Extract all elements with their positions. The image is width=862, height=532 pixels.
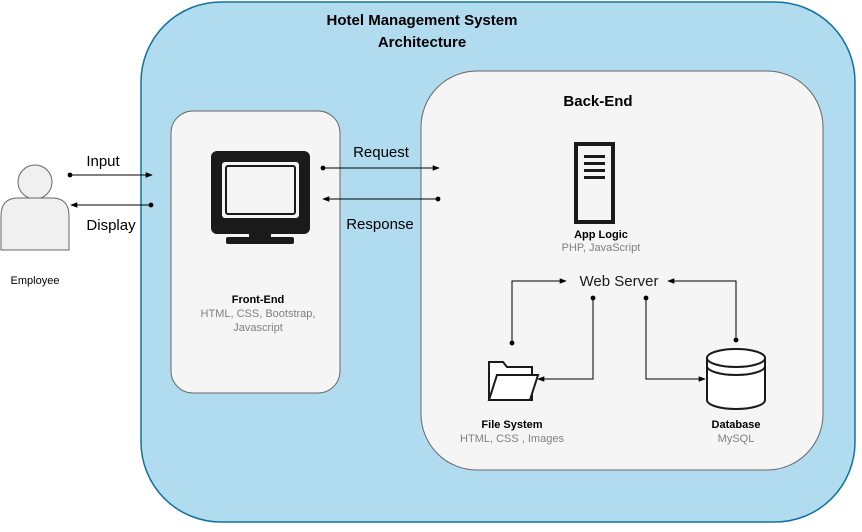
app-logic-desc: PHP, JavaScript [562, 242, 641, 254]
monitor-icon [211, 151, 310, 244]
frontend-desc-line-1: HTML, CSS, Bootstrap, [201, 308, 316, 320]
filesystem-to-webserver-connector [509, 278, 567, 346]
file-system-title: File System [481, 419, 542, 431]
database-icon [706, 348, 766, 410]
database-title: Database [712, 419, 761, 431]
file-system-desc: HTML, CSS , Images [460, 433, 564, 445]
database-desc: MySQL [718, 433, 755, 445]
backend-panel [420, 70, 824, 471]
response-label: Response [346, 216, 414, 233]
web-server-label: Web Server [580, 273, 659, 290]
employee-label: Employee [11, 275, 60, 287]
server-icon [574, 142, 615, 224]
database-to-webserver-connector [667, 278, 739, 343]
employee-actor-icon [0, 164, 70, 251]
backend-title: Back-End [563, 93, 632, 110]
frontend-title: Front-End [232, 294, 285, 306]
diagram-title-line-2: Architecture [378, 34, 466, 51]
frontend-desc-line-2: Javascript [233, 322, 283, 334]
input-label: Input [86, 153, 120, 170]
diagram-title-line-1: Hotel Management System [327, 12, 518, 29]
webserver-to-database-connector [643, 295, 706, 382]
webserver-to-filesystem-connector [537, 295, 596, 382]
request-label: Request [353, 144, 410, 161]
display-label: Display [86, 217, 136, 234]
app-logic-title: App Logic [574, 229, 628, 241]
folder-icon [487, 361, 540, 401]
